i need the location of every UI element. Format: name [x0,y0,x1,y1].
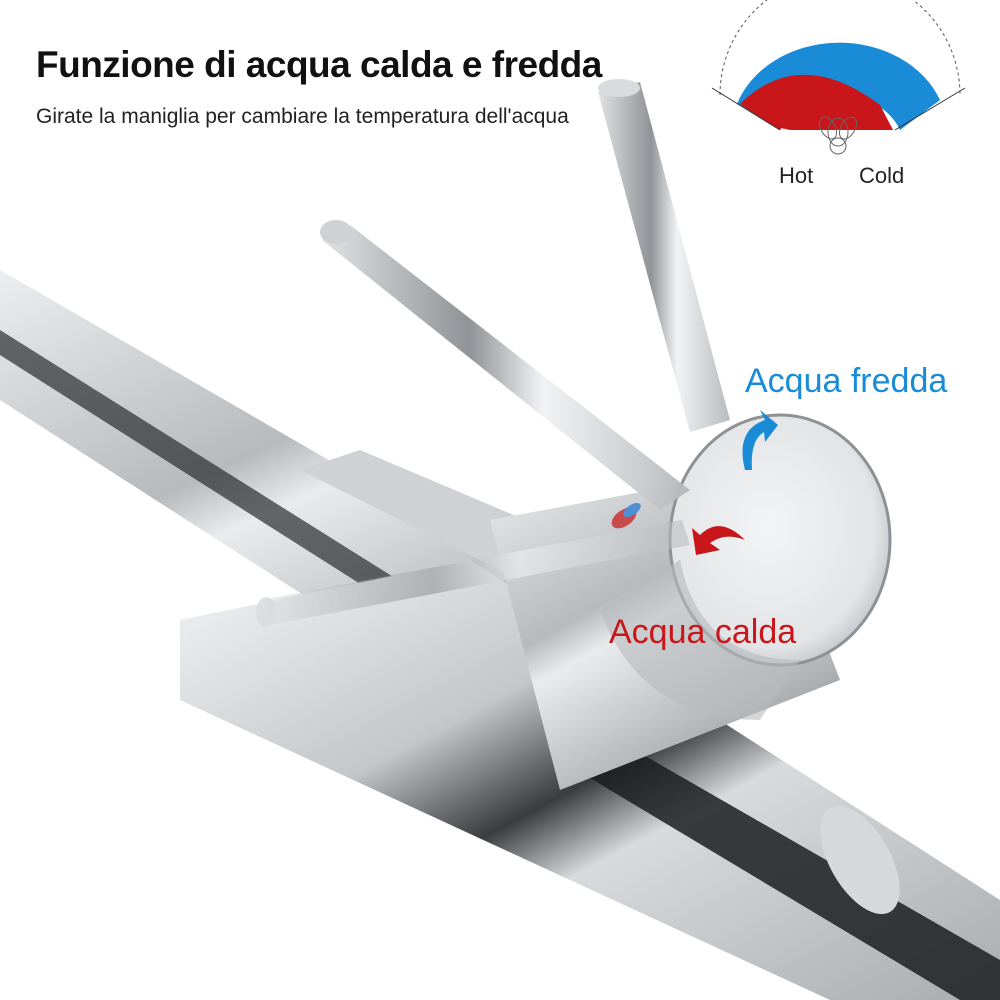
body-tube [180,560,1000,1000]
lever-position-vertical [598,79,730,432]
cold-arrow-icon [742,410,778,470]
lever-position-left [320,220,690,510]
hot-water-label: Acqua calda [609,613,797,651]
cold-water-label: Acqua fredda [745,362,948,400]
hot-arrow-icon [692,526,745,555]
dial-cold-label: Cold [859,163,905,188]
hot-cold-dial-diagram [711,0,966,155]
dial-hot-label: Hot [779,163,814,188]
temperature-indicator-icon [611,502,641,529]
handle-cap [600,413,892,720]
page-title: Funzione di acqua calda e fredda [36,44,602,85]
page-subtitle: Girate la maniglia per cambiare la tempe… [36,105,569,128]
lever-position-low [256,520,690,627]
